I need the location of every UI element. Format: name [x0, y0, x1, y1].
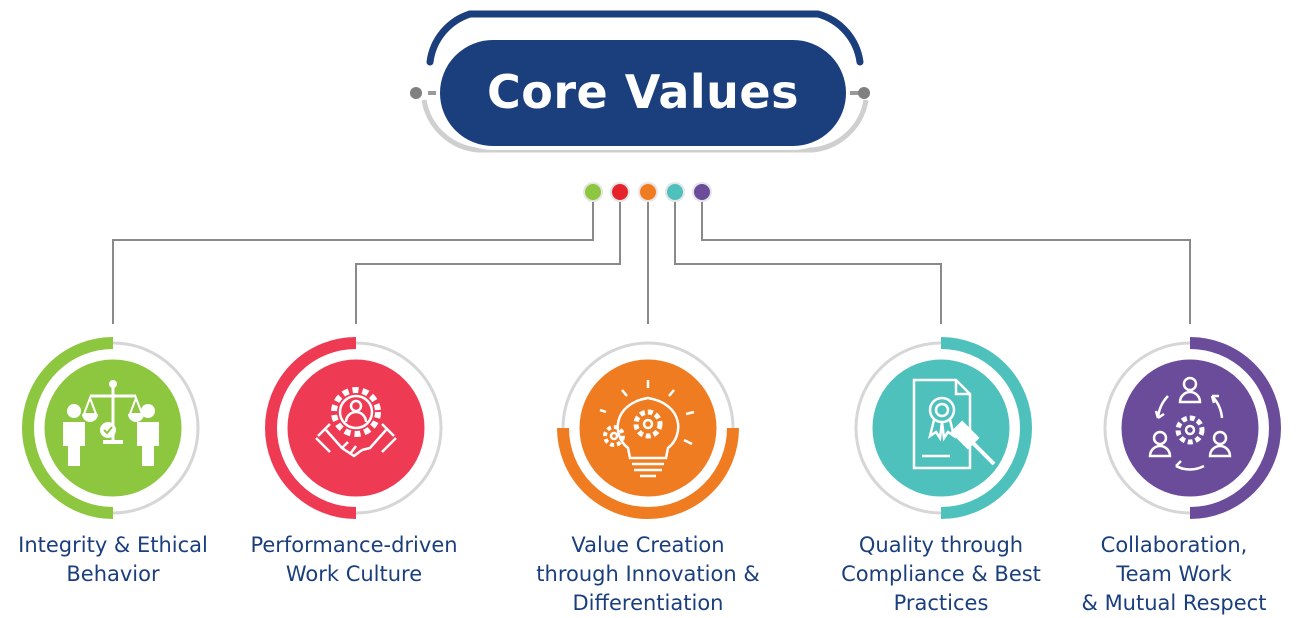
value-label-4-line-3: Practices: [893, 591, 989, 615]
justice-scale-people-icon: [63, 380, 159, 466]
team-cycle-gear-icon: [1148, 376, 1232, 471]
title-pill: [436, 36, 850, 150]
value-circle-4: [854, 337, 1032, 519]
value-label-1-line-1: Integrity & Ethical: [18, 533, 208, 557]
value-circle-3: [557, 341, 739, 519]
value-label-3: Value Creation through Innovation & Diff…: [518, 531, 778, 618]
value-label-2-line-1: Performance-driven: [250, 533, 458, 557]
connector-1: [112, 192, 594, 324]
value-label-4: Quality through Compliance & Best Practi…: [811, 531, 1071, 618]
title-left-dot: [410, 87, 422, 99]
value-label-5-line-1: Collaboration,: [1100, 533, 1248, 557]
value-label-3-line-3: Differentiation: [572, 591, 724, 615]
dot-red: [610, 182, 630, 202]
value-label-4-line-2: Compliance & Best: [841, 562, 1041, 586]
value-label-5-line-2: Team Work: [1116, 562, 1232, 586]
title-badge: [410, 10, 870, 153]
value-label-2: Performance-driven Work Culture: [224, 531, 484, 589]
dot-purple: [692, 182, 712, 202]
value-label-3-line-1: Value Creation: [571, 533, 725, 557]
value-circle-2: [265, 337, 443, 519]
connector-2: [355, 192, 621, 324]
page-title: Core Values: [487, 65, 799, 119]
dot-green: [583, 182, 603, 202]
handshake-gear-icon: [315, 387, 397, 458]
value-circle-1: [22, 337, 200, 519]
connector-4: [674, 192, 942, 324]
value-label-3-line-2: through Innovation &: [536, 562, 760, 586]
certificate-gavel-icon: [912, 378, 996, 470]
value-label-1-line-2: Behavior: [66, 562, 160, 586]
connector-5: [701, 192, 1191, 324]
dot-orange: [638, 182, 658, 202]
color-dots: [583, 182, 712, 202]
value-label-1: Integrity & Ethical Behavior: [0, 531, 243, 589]
lightbulb-gears-icon: [599, 380, 695, 478]
title-right-dot: [858, 87, 870, 99]
value-circle-5: [1103, 337, 1281, 519]
value-label-5-line-3: & Mutual Respect: [1081, 591, 1267, 615]
dot-teal: [665, 182, 685, 202]
connectors: [112, 192, 1191, 324]
value-label-5: Collaboration, Team Work & Mutual Respec…: [1044, 531, 1304, 618]
value-label-4-line-1: Quality through: [858, 533, 1024, 557]
value-label-2-line-2: Work Culture: [285, 562, 423, 586]
